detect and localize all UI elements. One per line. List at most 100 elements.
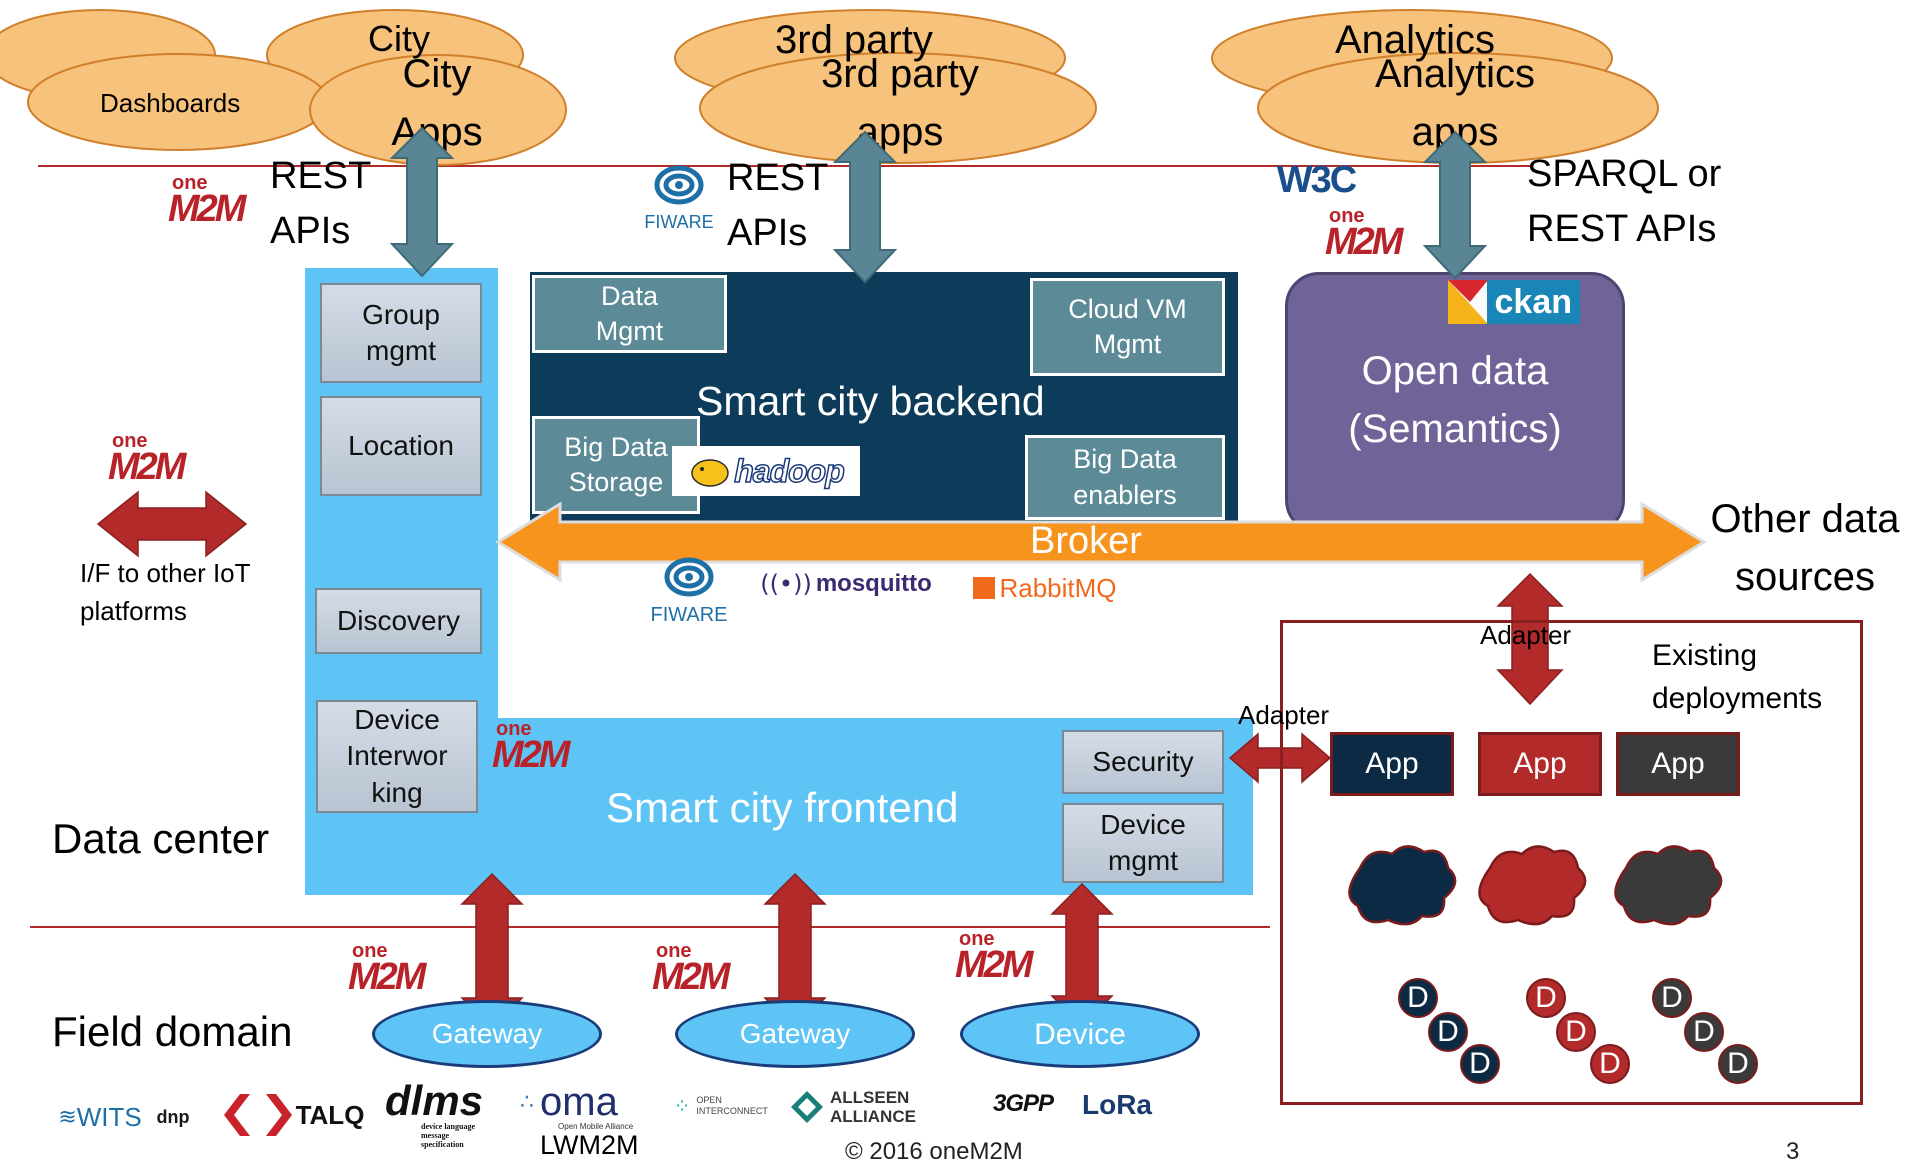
- device-interworking-module[interactable]: Device Interwor king: [316, 700, 478, 813]
- ckan-logo: ckan: [1448, 280, 1580, 324]
- field-domain-label: Field domain: [52, 1008, 293, 1055]
- device-d-red-1: D: [1526, 978, 1566, 1018]
- discovery-module[interactable]: Discovery: [315, 588, 482, 654]
- other-data-sources-label: Other data sources: [1710, 497, 1900, 599]
- device-node-label: Device: [1034, 1017, 1126, 1051]
- gateway-1-node[interactable]: Gateway: [372, 1000, 602, 1068]
- device-d-red-3: D: [1590, 1044, 1630, 1084]
- discovery-label: Discovery: [337, 604, 460, 636]
- top-divider-line: [38, 165, 1533, 167]
- app-label-1: App: [1365, 747, 1419, 780]
- lora-logo-text: LoRa: [1082, 1089, 1152, 1120]
- mosquitto-wave-icon: ((•)): [760, 570, 812, 598]
- sparql-label: SPARQL or REST APIs: [1527, 152, 1722, 250]
- bottom-divider-line: [30, 926, 1270, 928]
- device-mgmt-label: Device mgmt: [1100, 808, 1186, 876]
- device-mgmt-module[interactable]: Device mgmt: [1062, 803, 1224, 883]
- rest-apis-mid-label: REST APIs: [727, 156, 828, 254]
- 3gpp-logo: 3GPP: [990, 1084, 1056, 1124]
- cloud-vm-label: Cloud VM Mgmt: [1068, 293, 1187, 359]
- wits-logo-text: WITS: [76, 1101, 142, 1132]
- analytics-arrow: [1422, 130, 1488, 280]
- cloud-navy: [1348, 845, 1457, 926]
- location-label: Location: [348, 429, 454, 461]
- dlms-logo-text: dlms: [385, 1077, 484, 1124]
- gateway-1-label: Gateway: [431, 1017, 543, 1049]
- device-d-navy-1: D: [1398, 978, 1438, 1018]
- adapter-top-label: Adapter: [1480, 620, 1572, 650]
- gateway-2-label: Gateway: [739, 1017, 851, 1049]
- security-module[interactable]: Security: [1062, 730, 1224, 794]
- dnp-logo: dnp: [152, 1104, 194, 1130]
- dlms-logo-sub: device language message specification: [421, 1122, 475, 1149]
- app-box-navy[interactable]: App: [1330, 732, 1454, 796]
- city-cloud-back-label: City: [368, 18, 430, 59]
- third-party-arrow: [832, 130, 898, 284]
- mosquitto-logo-text: mosquitto: [815, 570, 932, 597]
- security-label: Security: [1092, 745, 1194, 777]
- app-label-3: App: [1651, 747, 1705, 780]
- w3c-logo-text: W3C: [1276, 158, 1357, 201]
- group-mgmt-module[interactable]: Group mgmt: [320, 283, 482, 383]
- app-box-red[interactable]: App: [1478, 732, 1602, 796]
- cloud-vm-mgmt-module[interactable]: Cloud VM Mgmt: [1030, 278, 1225, 376]
- fiware-text-top: FIWARE: [644, 212, 714, 232]
- cloud-red: [1478, 845, 1587, 926]
- adapter-left-label: Adapter: [1238, 700, 1330, 730]
- oma-logo-text: oma: [540, 1080, 618, 1124]
- city-apps-label: City Apps: [391, 52, 483, 154]
- mosquitto-logo: ((•)) mosquitto: [755, 566, 937, 602]
- interworking-line-3: king: [371, 776, 423, 808]
- dashboards-label: Dashboards: [100, 88, 241, 118]
- adapter-vertical-arrow: [1496, 572, 1564, 706]
- third-party-apps-label: 3rd party apps: [821, 52, 979, 154]
- oma-dots-icon: ∴: [520, 1089, 534, 1115]
- open-interconnect-dots-icon: ⁘: [673, 1094, 691, 1118]
- device-node[interactable]: Device: [960, 1000, 1200, 1068]
- data-mgmt-module[interactable]: Data Mgmt: [532, 275, 727, 353]
- device-d-dark-2: D: [1684, 1012, 1724, 1052]
- location-module[interactable]: Location: [320, 396, 482, 496]
- fiware-logo-broker: FIWARE: [650, 555, 728, 627]
- talq-logo-text: TALQ: [295, 1099, 365, 1130]
- device-d-navy-2: D: [1428, 1012, 1468, 1052]
- big-data-enablers-module[interactable]: Big Data enablers: [1025, 435, 1225, 520]
- oma-logo-sub: Open Mobile Alliance: [558, 1122, 634, 1131]
- allseen-logo: ALLSEEN ALLIANCE: [785, 1086, 935, 1128]
- lwm2m-label: LWM2M: [540, 1130, 639, 1160]
- analytics-apps-label: Analytics apps: [1374, 52, 1536, 154]
- device-d-dark-3: D: [1718, 1044, 1758, 1084]
- ckan-logo-text: ckan: [1494, 282, 1573, 321]
- big-data-storage-label: Big Data Storage: [564, 431, 668, 497]
- top-clouds-layer: [0, 9, 1659, 166]
- top-arrows-layer: [389, 126, 1488, 284]
- device-d-red-2: D: [1556, 1012, 1596, 1052]
- third-party-cloud-front: [699, 52, 1097, 164]
- copyright-footer: © 2016 oneM2M: [845, 1138, 1023, 1165]
- hadoop-elephant-icon: [691, 459, 729, 487]
- smart-city-backend-label: Smart city backend: [696, 378, 1045, 424]
- open-interconnect-logo: ⁘ OPEN INTERCONNECT: [665, 1088, 785, 1124]
- talq-logo: TALQ: [212, 1090, 372, 1140]
- iot-platforms-label: I/F to other IoT platforms: [80, 558, 251, 626]
- w3c-logo: W3C: [1275, 158, 1357, 202]
- oma-logo: ∴ oma Open Mobile Alliance: [520, 1082, 670, 1132]
- existing-clouds: [1348, 845, 1723, 926]
- device-d-navy-3: D: [1460, 1044, 1500, 1084]
- wits-wave-icon: ≋: [58, 1104, 77, 1130]
- talq-chevron-icon: [223, 1094, 292, 1136]
- rabbitmq-logo-text: RabbitMQ: [999, 572, 1117, 603]
- data-center-label: Data center: [52, 815, 270, 862]
- smart-city-frontend-label: Smart city frontend: [606, 784, 959, 831]
- gateway-2-node[interactable]: Gateway: [675, 1000, 915, 1068]
- interworking-line-1: Device: [354, 703, 440, 735]
- dnp-logo-text: dnp: [156, 1106, 190, 1127]
- page-number: 3: [1786, 1138, 1800, 1165]
- app-box-dark[interactable]: App: [1616, 732, 1740, 796]
